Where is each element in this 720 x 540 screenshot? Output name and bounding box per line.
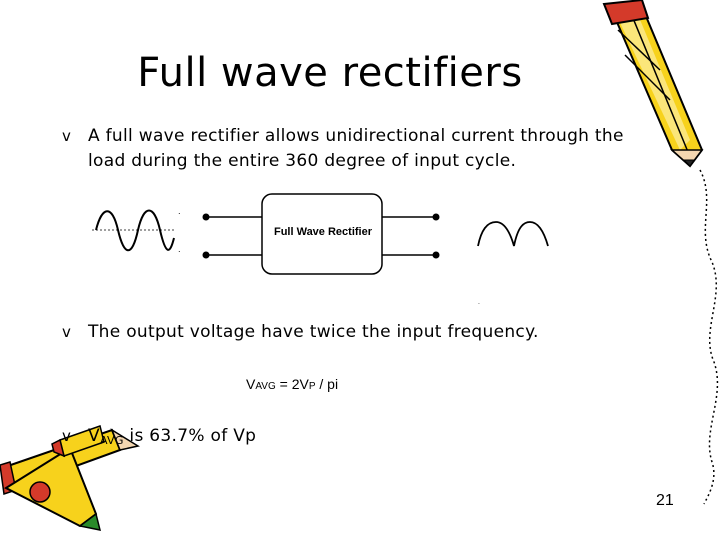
formula-tail: / pi (315, 376, 339, 392)
pencil-icon (602, 0, 704, 168)
bullet-text: The output voltage have twice the input … (88, 322, 539, 342)
vavg-subscript: AVG (99, 434, 124, 447)
bullet-average-voltage: v VAVG is 63.7% of Vp (62, 424, 362, 450)
formula-mid: = 2V (275, 376, 309, 392)
formula-v: V (246, 376, 256, 392)
bullet-output-frequency: v The output voltage have twice the inpu… (62, 320, 662, 345)
bullet-marker-icon: v (62, 427, 72, 445)
rectifier-block-label: Full Wave Rectifier (273, 226, 372, 238)
output-rectified-wave (477, 221, 549, 247)
bullet-marker-icon: v (62, 127, 72, 145)
input-sine-wave (92, 209, 176, 252)
average-voltage-formula: VAVG = 2VP / pi (246, 376, 338, 392)
page-number: 21 (656, 492, 674, 509)
formula-avg: AVG (255, 381, 276, 392)
vavg-v: V (88, 426, 100, 446)
rectifier-block (261, 193, 383, 275)
stray-dot: . (478, 299, 480, 306)
output-terminals (382, 213, 440, 259)
bullet-unidirectional: v A full wave rectifier allows unidirect… (62, 124, 662, 174)
input-dot-bottom: . (178, 245, 181, 254)
pencils-icon (0, 425, 140, 531)
slide-title: Full wave rectifiers (137, 50, 523, 96)
input-terminals (202, 213, 262, 259)
bullet-text: A full wave rectifier allows unidirectio… (88, 126, 624, 171)
input-dot-top: . (178, 207, 181, 216)
decorative-wavy-line (699, 169, 719, 505)
bullet-text: VAVG is 63.7% of Vp (62, 424, 362, 450)
bullet-marker-icon: v (62, 323, 72, 341)
vavg-suffix: is 63.7% of Vp (123, 426, 257, 446)
formula-p: P (308, 381, 316, 392)
